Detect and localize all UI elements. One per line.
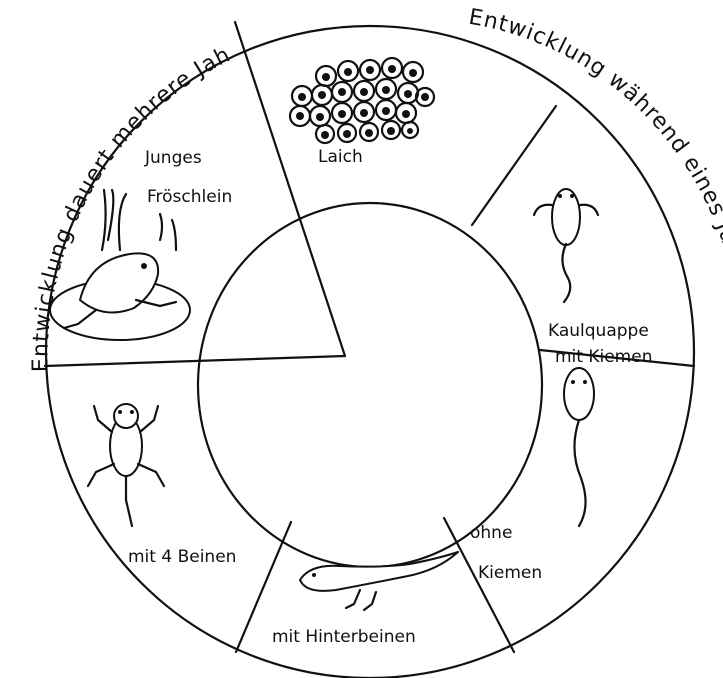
- froglet-four-legs-icon: [88, 404, 164, 526]
- frog-eggs-icon: [290, 58, 434, 143]
- label-hinterbeine: mit Hinterbeinen: [272, 627, 416, 647]
- arc-text-right: Entwicklung während eines Jahres: [467, 5, 723, 297]
- label-kaulquappe-2: mit Kiemen: [555, 347, 652, 367]
- label-froeschlein-2: Fröschlein: [147, 187, 232, 207]
- label-ohne-kiemen-2: Kiemen: [478, 563, 542, 583]
- tadpole-gills-icon: [534, 189, 598, 302]
- inner-ring: [198, 203, 542, 567]
- label-vier-beine: mit 4 Beinen: [128, 547, 236, 567]
- tadpole-icon: [564, 368, 594, 526]
- label-kaulquappe-1: Kaulquappe: [548, 321, 649, 341]
- label-froeschlein-1: Junges: [144, 148, 202, 168]
- label-ohne-kiemen-1: ohne: [470, 523, 512, 543]
- label-laich: Laich: [318, 147, 363, 167]
